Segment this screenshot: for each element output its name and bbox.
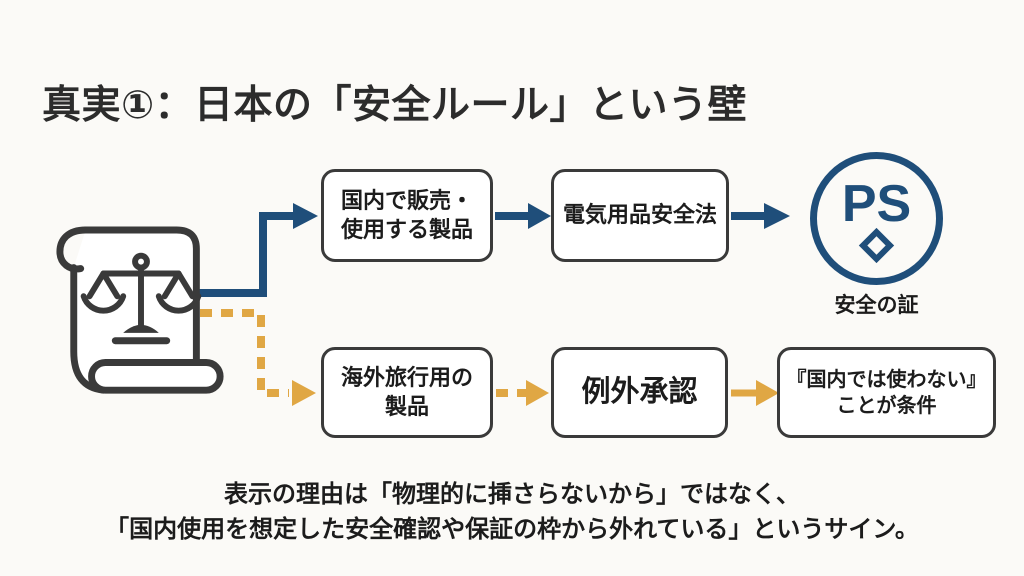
- flow-box-domestic-products: 国内で販売・ 使用する製品: [321, 169, 493, 262]
- note-line-1: 表示の理由は「物理的に挿さらないから」ではなく、: [224, 481, 800, 508]
- bottom-elbow-arrow: [200, 309, 316, 406]
- bottom-arrow-1: [496, 380, 549, 406]
- flow-box-overseas-travel-products: 海外旅行用の 製品: [321, 347, 493, 438]
- ps-mark-caption: 安全の証: [834, 294, 919, 317]
- scroll-paper: [56, 226, 224, 394]
- flow-box-exception-approval: 例外承認: [551, 347, 728, 438]
- note-line-2: 「国内使用を想定した安全確認や保証の枠から外れている」というサイン。: [105, 516, 919, 543]
- slide-note: 表示の理由は「物理的に挿さらないから」ではなく、 「国内使用を想定した安全確認や…: [0, 477, 1024, 547]
- flow-box-label: 海外旅行用の 製品: [340, 364, 473, 419]
- slide-title: 真実①：日本の「安全ルール」という壁: [42, 84, 748, 127]
- law-scroll-icon: [56, 226, 224, 394]
- flow-box-label: 例外承認: [581, 375, 698, 408]
- scales-of-justice-icon: [80, 252, 202, 345]
- flow-box-label: 国内で販売・ 使用する製品: [340, 187, 473, 242]
- top-arrow-2: [731, 203, 790, 229]
- diamond-icon: [858, 227, 895, 264]
- flow-box-electrical-safety-law: 電気用品安全法: [551, 169, 729, 262]
- bottom-arrow-2: [731, 380, 779, 406]
- flow-box-condition-no-domestic-use: 『国内では使わない』 ことが条件: [777, 347, 996, 438]
- flow-box-label: 電気用品安全法: [562, 202, 717, 228]
- ps-mark: PS: [810, 152, 943, 285]
- flow-box-label: 『国内では使わない』 ことが条件: [786, 368, 987, 417]
- top-elbow-arrow: [197, 203, 318, 297]
- ps-mark-letters: PS: [841, 175, 912, 234]
- top-arrow-1: [495, 203, 551, 229]
